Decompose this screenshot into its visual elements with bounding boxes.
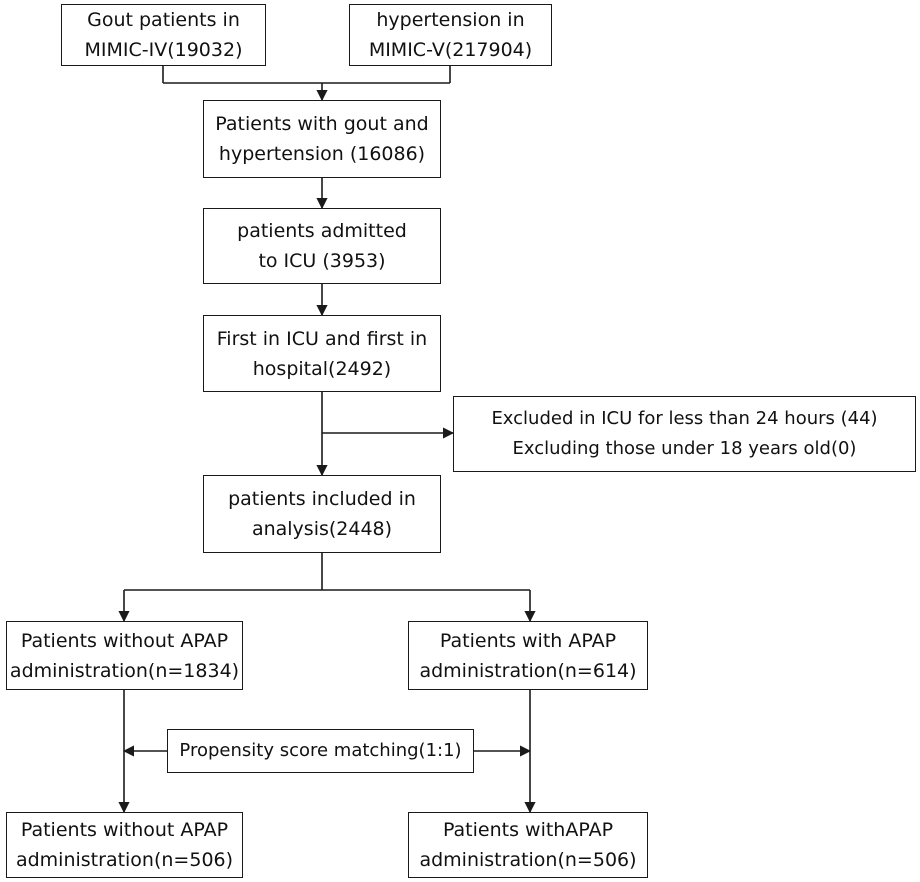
box-exclusion-criteria: Excluded in ICU for less than 24 hours (… [453,396,916,472]
box-without-apap: Patients without APAP administration(n=1… [6,621,243,690]
box-gout-and-hypertension-line1: Patients with gout and [215,113,429,135]
box-included-in-analysis-line2: analysis(2448) [251,518,393,540]
box-gout-patients: Gout patients in MIMIC-IV(19032) [61,4,266,66]
box-with-apap-matched: Patients withAPAP administration(n=506) [408,812,648,878]
box-exclusion-criteria-line1: Excluded in ICU for less than 24 hours (… [491,408,878,429]
box-with-apap-line1: Patients with APAP [439,629,617,652]
box-propensity-score-matching: Propensity score matching(1:1) [167,729,474,773]
box-gout-patients-line1: Gout patients in [87,9,240,31]
box-without-apap-matched-line1: Patients without APAP [20,819,229,841]
box-without-apap-matched: Patients without APAP administration(n=5… [6,812,243,878]
box-exclusion-criteria-line2: Excluding those under 18 years old(0) [512,438,857,459]
box-first-icu-stay: First in ICU and first in hospital(2492) [203,315,441,392]
box-with-apap-line2: administration(n=614) [419,659,637,682]
box-hypertension-line1: hypertension in [376,9,525,31]
box-gout-and-hypertension: Patients with gout and hypertension (160… [203,100,441,178]
box-included-in-analysis-line1: patients included in [228,488,416,510]
box-admitted-to-icu-line1: patients admitted [237,220,407,242]
box-with-apap: Patients with APAP administration(n=614) [408,621,648,690]
box-hypertension: hypertension in MIMIC-V(217904) [349,4,552,66]
box-without-apap-line1: Patients without APAP [20,629,229,652]
box-without-apap-line2: administration(n=1834) [9,659,240,682]
box-gout-and-hypertension-line2: hypertension (16086) [218,143,426,165]
box-included-in-analysis: patients included in analysis(2448) [203,475,441,553]
box-without-apap-matched-line2: administration(n=506) [15,849,234,871]
box-with-apap-matched-line1: Patients withAPAP [442,819,614,841]
box-first-icu-stay-line1: First in ICU and first in [216,327,428,350]
box-with-apap-matched-line2: administration(n=506) [419,849,637,871]
box-hypertension-line2: MIMIC-V(217904) [368,39,533,61]
box-admitted-to-icu: patients admitted to ICU (3953) [203,208,441,284]
box-first-icu-stay-line2: hospital(2492) [252,357,392,380]
box-propensity-score-matching-label: Propensity score matching(1:1) [179,740,462,761]
box-gout-patients-line2: MIMIC-IV(19032) [84,39,243,61]
box-admitted-to-icu-line2: to ICU (3953) [258,250,386,272]
